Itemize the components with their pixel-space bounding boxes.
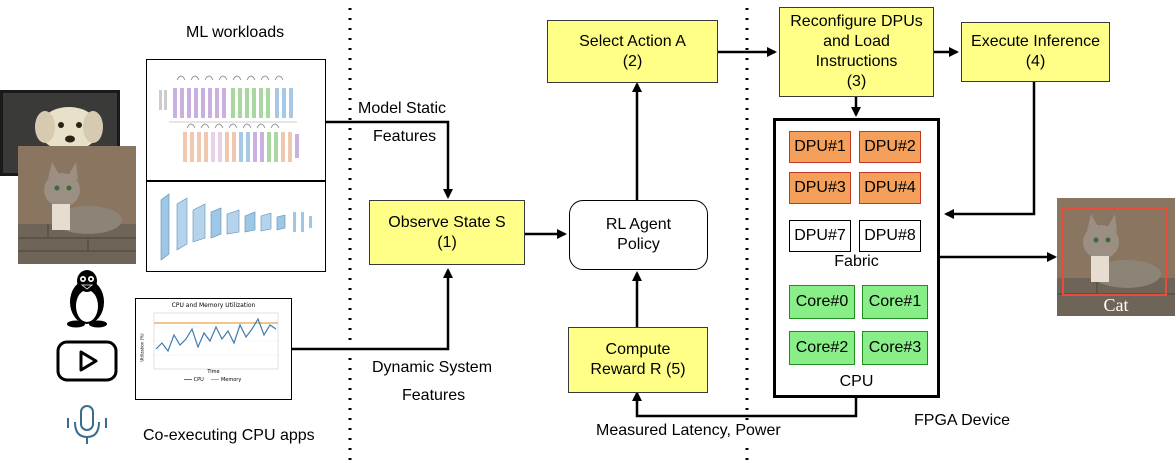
rl-agent-policy-box: RL Agent Policy bbox=[569, 200, 708, 270]
reconfigure-line2: and Load bbox=[823, 33, 890, 50]
execute-line1: Execute Inference bbox=[971, 33, 1100, 50]
compute-line1: Compute bbox=[605, 341, 671, 358]
dpu-8: DPU#8 bbox=[859, 220, 921, 252]
legend-memory: Memory bbox=[220, 377, 242, 383]
dpu-7: DPU#7 bbox=[789, 220, 851, 252]
reconfigure-line4: (3) bbox=[846, 73, 867, 90]
dynamic-features-label-2: Features bbox=[402, 387, 466, 404]
microphone-icon bbox=[64, 402, 110, 448]
legend-cpu: CPU bbox=[193, 377, 204, 383]
cpu-memory-chart-thumbnail: CPU and Memory Utilization Utilization (… bbox=[135, 298, 292, 400]
dpu-4: DPU#4 bbox=[859, 172, 921, 204]
core-1: Core#1 bbox=[862, 285, 928, 319]
select-line2: (2) bbox=[622, 52, 643, 70]
cpu-chart-legend: CPU Memory bbox=[184, 377, 241, 383]
arrow-static-to-observe bbox=[325, 120, 453, 199]
cat-photo bbox=[18, 146, 136, 264]
detection-box bbox=[1062, 208, 1167, 296]
core-2: Core#2 bbox=[789, 331, 855, 365]
arrow-execute-to-fpga bbox=[944, 82, 1036, 219]
measured-label: Measured Latency, Power bbox=[596, 421, 781, 441]
reconfigure-line3: Instructions bbox=[815, 53, 898, 70]
cpu-label: CPU bbox=[839, 373, 874, 390]
cpu-chart-xlabel: Time bbox=[207, 369, 220, 375]
fpga-device-label: FPGA Device bbox=[914, 412, 1011, 429]
arrow-dynamic-to-observe bbox=[292, 268, 453, 351]
cpu-chart-title: CPU and Memory Utilization bbox=[171, 302, 256, 309]
dynamic-features-label-1: Dynamic System bbox=[372, 359, 493, 376]
compute-reward-box: Compute Reward R (5) bbox=[568, 327, 708, 393]
model-static-label-2: Features bbox=[373, 128, 437, 145]
select-action-box: Select Action A (2) bbox=[547, 20, 718, 83]
execute-inference-box: Execute Inference (4) bbox=[961, 22, 1110, 82]
reconfigure-line1: Reconfigure DPUs bbox=[790, 13, 923, 30]
unet-blocks bbox=[159, 75, 299, 162]
core-0: Core#0 bbox=[789, 285, 855, 319]
co-executing-label: Co-executing CPU apps bbox=[143, 427, 315, 444]
select-line1: Select Action A bbox=[579, 32, 686, 50]
observe-state-box: Observe State S (1) bbox=[369, 200, 525, 265]
dpu-3: DPU#3 bbox=[789, 172, 851, 204]
ml-workloads-label: ML workloads bbox=[186, 24, 285, 41]
observe-line1: Observe State S bbox=[388, 213, 506, 231]
observe-line2: (1) bbox=[437, 233, 457, 251]
fabric-label: Fabric bbox=[834, 253, 879, 270]
arrow-measured-to-compute bbox=[632, 391, 858, 418]
compute-line2: Reward R (5) bbox=[590, 361, 686, 378]
detection-label: Cat bbox=[1103, 295, 1129, 315]
output-cat-image: Cat bbox=[1057, 198, 1175, 316]
execute-line2: (4) bbox=[1025, 53, 1046, 70]
linux-penguin-icon bbox=[62, 268, 112, 328]
model-architecture-thumbnail bbox=[146, 59, 326, 181]
dpu-2: DPU#2 bbox=[859, 131, 921, 163]
fpga-device: DPU#1 DPU#2 DPU#3 DPU#4 DPU#7 DPU#8 Fabr… bbox=[773, 118, 940, 398]
video-play-icon bbox=[56, 338, 118, 384]
core-3: Core#3 bbox=[862, 331, 928, 365]
reconfigure-box: Reconfigure DPUs and Load Instructions (… bbox=[779, 7, 934, 97]
cnn-architecture-thumbnail bbox=[146, 181, 326, 272]
model-static-label-1: Model Static bbox=[358, 100, 447, 117]
dpu-1: DPU#1 bbox=[789, 131, 851, 163]
agent-line1: RL Agent bbox=[605, 216, 672, 233]
agent-line2: Policy bbox=[617, 236, 660, 253]
